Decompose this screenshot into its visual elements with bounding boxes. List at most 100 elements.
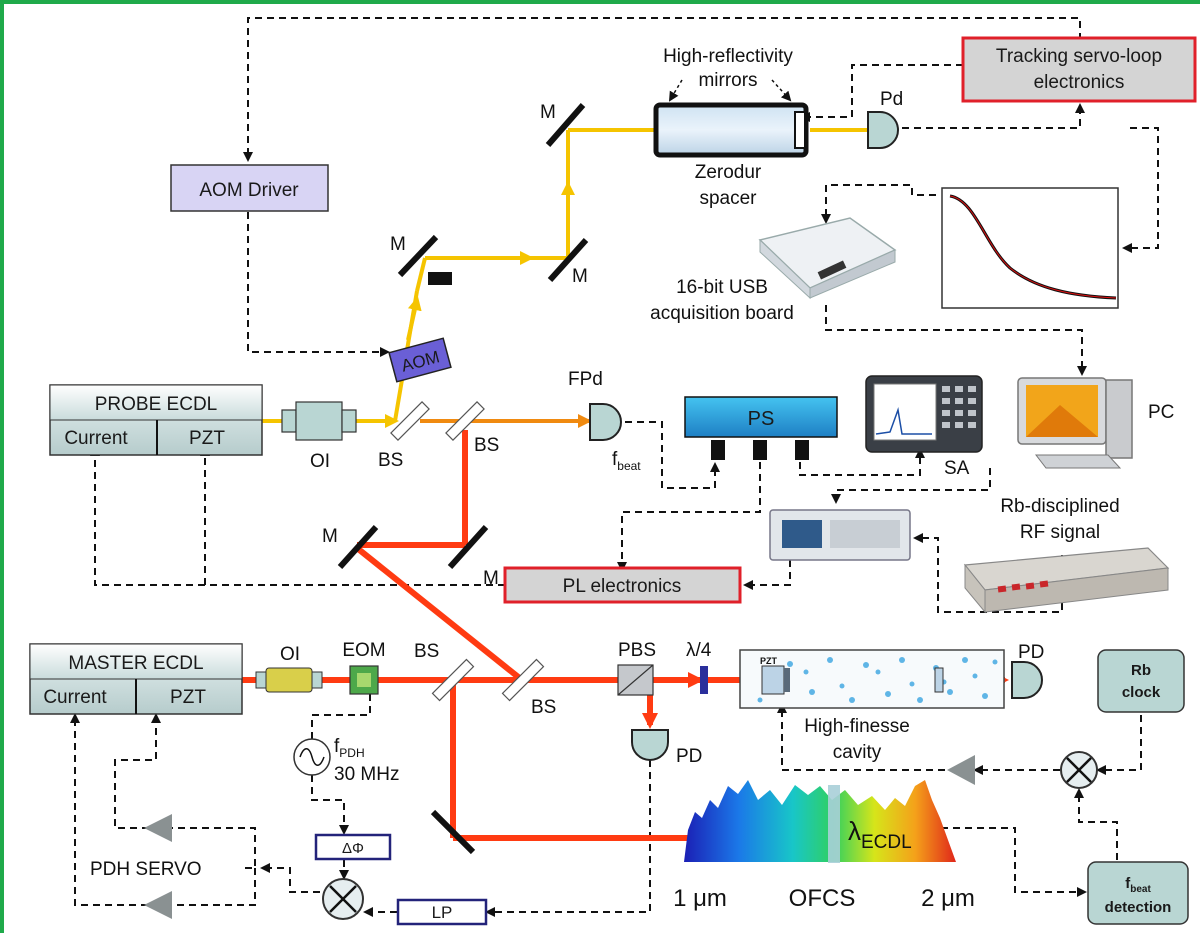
svg-text:PL electronics: PL electronics	[563, 576, 682, 597]
svg-text:PDH SERVO: PDH SERVO	[90, 859, 202, 880]
optical-isolator-master: OI	[255, 644, 323, 693]
svg-text:16-bit USB: 16-bit USB	[676, 277, 768, 298]
optical-frequency-comb-spectrum: λECDL 1 μm OFCS 2 μm	[673, 780, 975, 912]
svg-text:fbeat: fbeat	[1125, 875, 1151, 895]
svg-text:Rb-disciplined: Rb-disciplined	[1000, 496, 1119, 517]
svg-text:OI: OI	[310, 451, 330, 472]
cavity-servo-amplifier	[947, 755, 975, 785]
rb-mixer	[1060, 751, 1098, 789]
svg-text:M: M	[540, 102, 556, 123]
beam-block	[428, 272, 452, 285]
svg-text:PD: PD	[1018, 642, 1044, 663]
svg-text:PROBE ECDL: PROBE ECDL	[95, 394, 217, 415]
svg-text:PZT: PZT	[189, 428, 225, 449]
zerodur-cavity: Zerodur spacer	[653, 102, 809, 209]
rb-clock-box: Rb clock	[1097, 649, 1185, 713]
aom-crystal: AOM	[388, 337, 452, 383]
svg-text:Zerodur: Zerodur	[695, 162, 762, 183]
master-ecdl: MASTER ECDL Current PZT	[29, 643, 243, 715]
svg-text:OFCS: OFCS	[789, 885, 856, 912]
fbeat-detection-box: fbeat detection	[1087, 861, 1189, 925]
beamsplitter-master-2: BS	[501, 658, 556, 718]
svg-text:M: M	[390, 234, 406, 255]
svg-text:λ/4: λ/4	[686, 640, 712, 661]
spectrum-analyzer: SA	[865, 375, 983, 479]
svg-text:BS: BS	[378, 450, 403, 471]
svg-text:RF signal: RF signal	[1020, 522, 1100, 543]
pdh-servo: PDH SERVO	[90, 814, 202, 919]
svg-text:PZT: PZT	[760, 656, 778, 666]
computer-pc: PC	[1017, 377, 1174, 469]
mirror-m-top: M	[540, 102, 586, 147]
svg-text:BS: BS	[474, 435, 499, 456]
svg-text:MASTER ECDL: MASTER ECDL	[68, 653, 203, 674]
svg-text:AOM Driver: AOM Driver	[199, 180, 299, 201]
pdh-oscillator: fPDH 30 MHz	[293, 736, 399, 785]
svg-text:detection: detection	[1105, 899, 1172, 916]
svg-text:Current: Current	[64, 428, 128, 449]
svg-text:OI: OI	[280, 644, 300, 665]
svg-text:PS: PS	[748, 408, 775, 430]
rf-synthesizer	[769, 509, 911, 561]
probe-beam	[262, 128, 868, 428]
svg-text:Tracking servo-loop: Tracking servo-loop	[996, 46, 1162, 67]
fast-photodiode: FPd fbeat	[568, 369, 641, 473]
svg-text:clock: clock	[1122, 684, 1161, 701]
eom: EOM	[342, 640, 386, 695]
tracking-servo-box: Tracking servo-loop electronics	[961, 36, 1197, 103]
svg-text:2 μm: 2 μm	[921, 885, 975, 912]
mirror-m-bottom	[430, 809, 476, 855]
phase-shifter: ΔΦ	[314, 833, 392, 861]
mirror-m-left: M	[390, 234, 439, 278]
power-splitter: PS	[684, 396, 838, 460]
svg-text:High-finesse: High-finesse	[804, 716, 910, 737]
svg-text:M: M	[483, 568, 499, 589]
svg-text:PBS: PBS	[618, 640, 656, 661]
svg-text:PZT: PZT	[170, 687, 206, 708]
aom-driver-box: AOM Driver	[170, 164, 329, 212]
svg-text:SA: SA	[944, 458, 970, 479]
mirror-m-right: M	[547, 237, 589, 287]
beamsplitter-master-1: BS	[414, 641, 475, 702]
svg-text:cavity: cavity	[833, 742, 882, 763]
svg-text:fbeat: fbeat	[612, 449, 641, 473]
svg-text:PC: PC	[1148, 402, 1174, 423]
svg-text:spacer: spacer	[699, 188, 757, 209]
usb-acquisition-board: 16-bit USB acquisition board	[650, 217, 897, 324]
svg-text:Current: Current	[43, 687, 107, 708]
rb-rf-source	[963, 547, 1170, 614]
optical-isolator-probe: OI	[281, 401, 357, 472]
pdh-mixer	[322, 878, 364, 920]
pl-electronics-box: PL electronics	[503, 566, 742, 604]
svg-text:BS: BS	[414, 641, 439, 662]
svg-text:FPd: FPd	[568, 369, 603, 390]
svg-text:30 MHz: 30 MHz	[334, 764, 399, 785]
quarter-wave-plate: λ/4	[686, 640, 712, 694]
high-finesse-cavity: PZT High-finesse cavity	[739, 649, 1005, 763]
svg-text:High-reflectivity: High-reflectivity	[663, 46, 793, 67]
beamsplitter-probe-1: BS	[378, 401, 430, 471]
photodiode-cavity: PD	[1011, 642, 1044, 699]
svg-text:M: M	[322, 526, 338, 547]
svg-text:Rb: Rb	[1131, 662, 1151, 679]
svg-text:mirrors: mirrors	[698, 70, 757, 91]
svg-text:M: M	[572, 266, 588, 287]
probe-ecdl: PROBE ECDL Current PZT	[49, 384, 263, 456]
ringdown-decay-plot	[941, 187, 1119, 309]
svg-text:λECDL: λECDL	[848, 816, 912, 853]
svg-text:ΔΦ: ΔΦ	[342, 840, 364, 857]
rb-disciplined-rf-label: Rb-disciplined RF signal	[1000, 496, 1119, 543]
svg-text:acquisition board: acquisition board	[650, 303, 794, 324]
low-pass-filter: LP	[396, 898, 488, 926]
photodiode-pbs: PD	[631, 729, 702, 767]
high-reflectivity-label: High-reflectivity mirrors	[663, 46, 793, 102]
mirror-m-middle-right: M	[447, 524, 499, 589]
svg-text:PD: PD	[676, 746, 702, 767]
svg-text:Pd: Pd	[880, 89, 903, 110]
svg-text:fPDH: fPDH	[334, 736, 365, 760]
svg-text:LP: LP	[432, 903, 453, 922]
mirror-m-middle-left: M	[322, 524, 379, 570]
svg-text:1 μm: 1 μm	[673, 885, 727, 912]
